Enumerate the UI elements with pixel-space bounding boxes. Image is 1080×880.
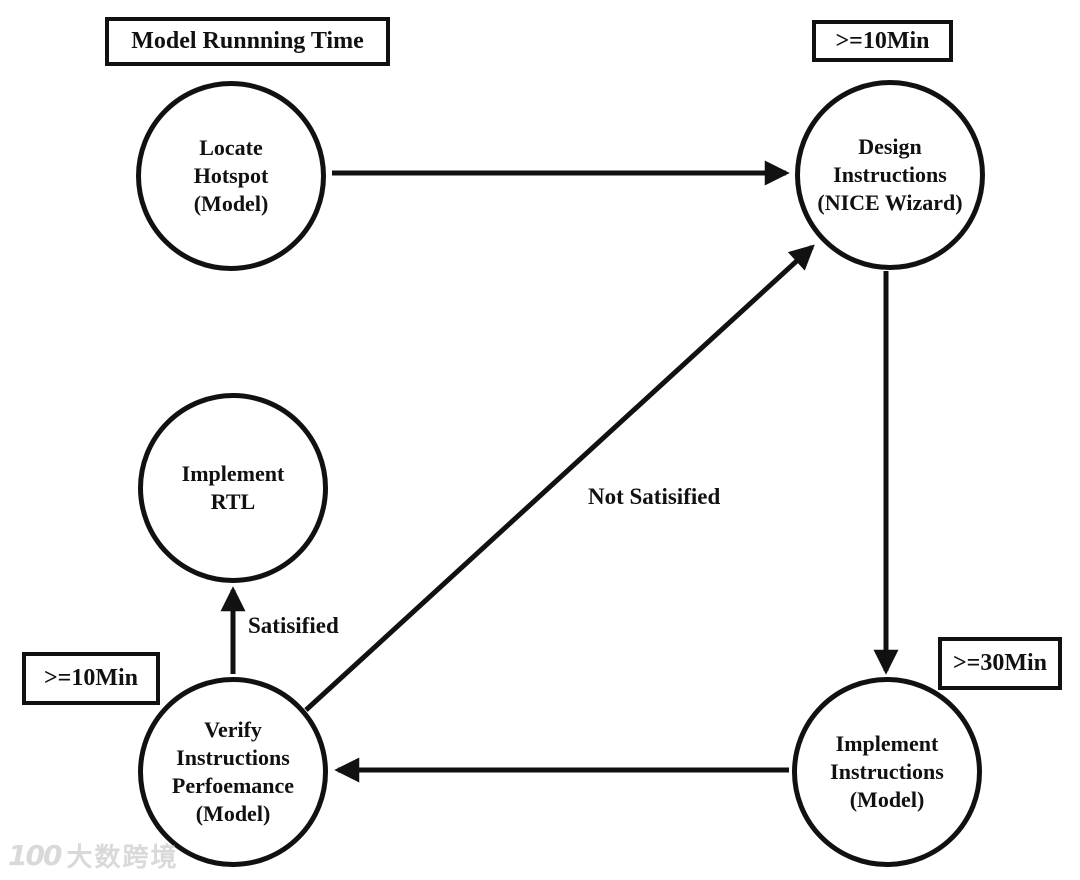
node-verify-instructions: Verify Instructions Perfoemance (Model) — [138, 677, 328, 867]
watermark: 100 大数跨境 — [8, 837, 178, 874]
legend-box-model-running-time: Model Runnning Time — [105, 17, 390, 66]
watermark-text: 大数跨境 — [66, 843, 179, 873]
edge-label-not-satisfied: Not Satisified — [588, 484, 721, 509]
time-box-verify-10min: >=10Min — [22, 652, 160, 705]
edge-label-satisfied: Satisified — [248, 613, 339, 638]
edge-verify-to-design-not-satisfied — [304, 244, 815, 712]
node-implement-rtl: Implement RTL — [138, 393, 328, 583]
node-locate-hotspot: Locate Hotspot (Model) — [136, 81, 326, 271]
time-box-implement-30min: >=30Min — [938, 637, 1062, 690]
watermark-logo-icon: 100 — [8, 839, 62, 872]
time-box-design-10min: >=10Min — [812, 20, 953, 62]
node-design-instructions: Design Instructions (NICE Wizard) — [795, 80, 985, 270]
node-implement-instructions: Implement Instructions (Model) — [792, 677, 982, 867]
